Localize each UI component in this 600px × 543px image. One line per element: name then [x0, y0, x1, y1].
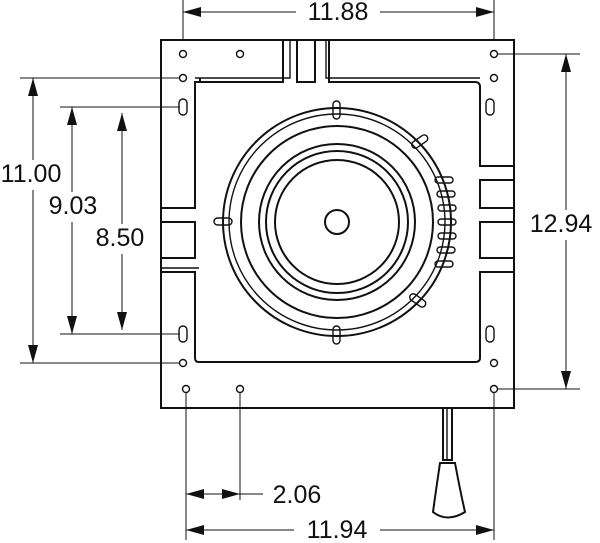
- middle-ring-inner: [258, 143, 416, 301]
- hole-top-left-1: [178, 49, 188, 59]
- slot-right-lower: [485, 325, 495, 343]
- ring-tab-top: [332, 100, 341, 120]
- hole-bottom-right: [489, 384, 499, 394]
- dim-top-width: 11.88: [308, 0, 369, 26]
- hole-left-mid-top: [178, 73, 188, 83]
- dim-left-middle-height: 9.03: [49, 192, 98, 220]
- inner-plate-right-notch: [325, 40, 480, 79]
- dim-left-outer-height: 11.00: [1, 160, 62, 188]
- extension-lines: [20, 0, 580, 540]
- dim-bottom-width: 11.94: [307, 516, 368, 543]
- hole-bottom-left-2: [235, 384, 245, 394]
- ring-tab-upper-right: [411, 134, 429, 149]
- dim-left-inner-height: 8.50: [96, 224, 145, 252]
- inner-plate-top-left-notch: [195, 40, 291, 79]
- hole-right-low: [489, 358, 499, 368]
- outer-ring: [222, 107, 452, 337]
- detent-notches: [434, 176, 457, 268]
- ring-tab-left: [213, 217, 233, 226]
- center-hole: [324, 209, 350, 235]
- hub-ring: [274, 159, 400, 285]
- slot-right-upper: [485, 98, 495, 116]
- ring-tab-lower-right: [409, 293, 427, 308]
- hole-bottom-left-1: [181, 384, 191, 394]
- middle-ring-outer: [240, 125, 434, 319]
- hole-top-right: [489, 49, 499, 59]
- swivel-assembly: [213, 100, 457, 345]
- dim-bottom-hole-spacing: 2.06: [273, 481, 322, 509]
- release-handle: [431, 408, 467, 519]
- hole-right-mid-top: [489, 73, 499, 83]
- slot-left-upper: [178, 98, 188, 116]
- slot-left-lower: [178, 325, 188, 343]
- base-plate: [160, 39, 515, 409]
- hole-left-low: [178, 358, 188, 368]
- hole-top-left-2: [235, 49, 245, 59]
- inner-plate-outline: [160, 39, 515, 363]
- ring-tab-bottom: [332, 325, 341, 345]
- outer-ring-inner: [228, 113, 446, 331]
- bearing-ring: [265, 150, 409, 294]
- dim-right-height: 12.94: [530, 210, 593, 238]
